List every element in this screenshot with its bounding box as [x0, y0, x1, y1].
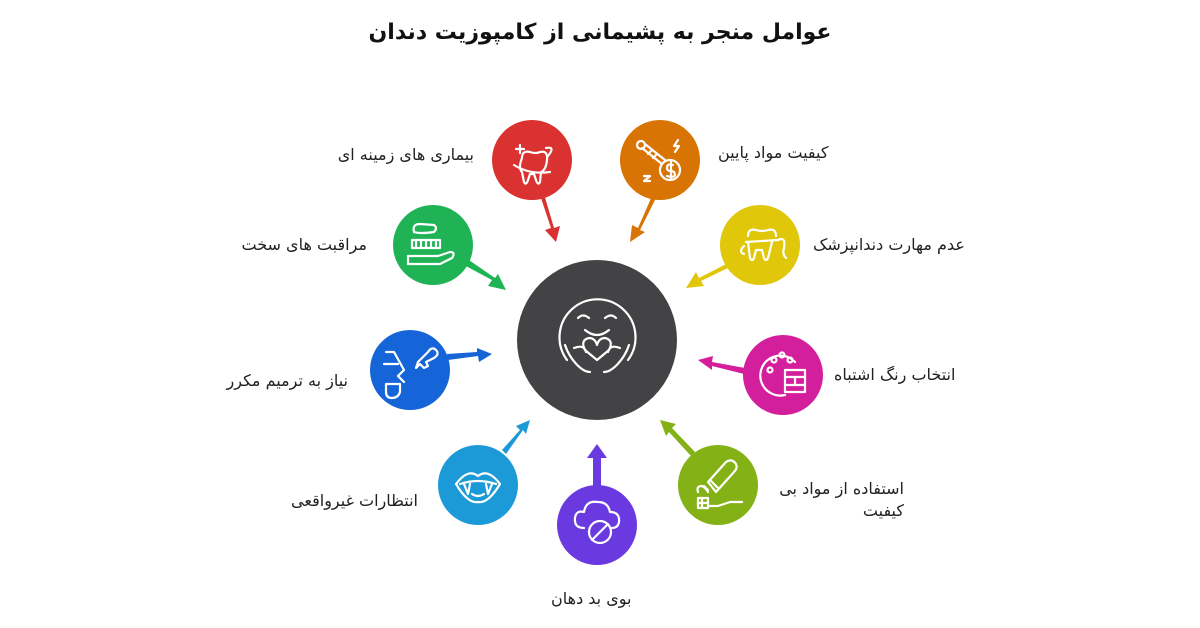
- toothbrush-icon: [406, 222, 455, 266]
- factor-label-poor-materials-line1: استفاده از مواد بی: [779, 479, 904, 498]
- factor-node-unrealistic-expectations: [438, 420, 530, 525]
- factor-label-poor-materials: استفاده از مواد بی کیفیت: [764, 478, 904, 522]
- factor-label-repeated-repair: نیاز به ترمیم مکرر: [226, 371, 348, 390]
- factor-node-wrong-color: [698, 335, 823, 415]
- factor-label-poor-materials-line2: کیفیت: [862, 501, 904, 520]
- sick-tooth-icon: [512, 143, 553, 185]
- fangs-mouth-icon: [454, 472, 502, 504]
- factor-label-unrealistic-expectations: انتظارات غیرواقعی: [291, 491, 418, 510]
- factor-label-wrong-color: انتخاب رنگ اشتباه: [834, 365, 956, 384]
- factor-node-low-quality-materials: [620, 120, 700, 242]
- factor-label-low-quality-materials: کیفیت مواد پایین: [718, 143, 829, 162]
- factor-label-hard-care: مراقبت های سخت: [241, 235, 367, 254]
- diagram-title: عوامل منجر به پشیمانی از کامپوزیت دندان: [368, 20, 832, 45]
- cheap-tool-dollar-icon: [635, 138, 682, 183]
- factor-label-underlying-diseases: بیماری های زمینه ای: [337, 145, 474, 164]
- toothpaste-icon: [696, 459, 744, 510]
- hugging-face-icon: [558, 298, 637, 374]
- no-smell-cloud-icon: [573, 500, 621, 545]
- factor-label-bad-breath: بوی بد دهان: [551, 589, 632, 608]
- center-node: [517, 260, 677, 420]
- color-palette-icon: [759, 351, 807, 397]
- factor-node-repeated-repair: [370, 330, 492, 410]
- factor-label-dentist-inexperience: عدم مهارت دندانپزشک: [813, 235, 965, 254]
- factor-node-dentist-inexperience: [686, 205, 800, 288]
- factor-node-poor-materials: [660, 420, 758, 525]
- dental-tools-icon: [382, 347, 439, 400]
- factor-node-hard-care: [393, 205, 506, 290]
- tooth-crown-icon: [739, 228, 788, 262]
- factor-node-bad-breath: [557, 444, 637, 565]
- factor-node-underlying-diseases: [492, 120, 572, 242]
